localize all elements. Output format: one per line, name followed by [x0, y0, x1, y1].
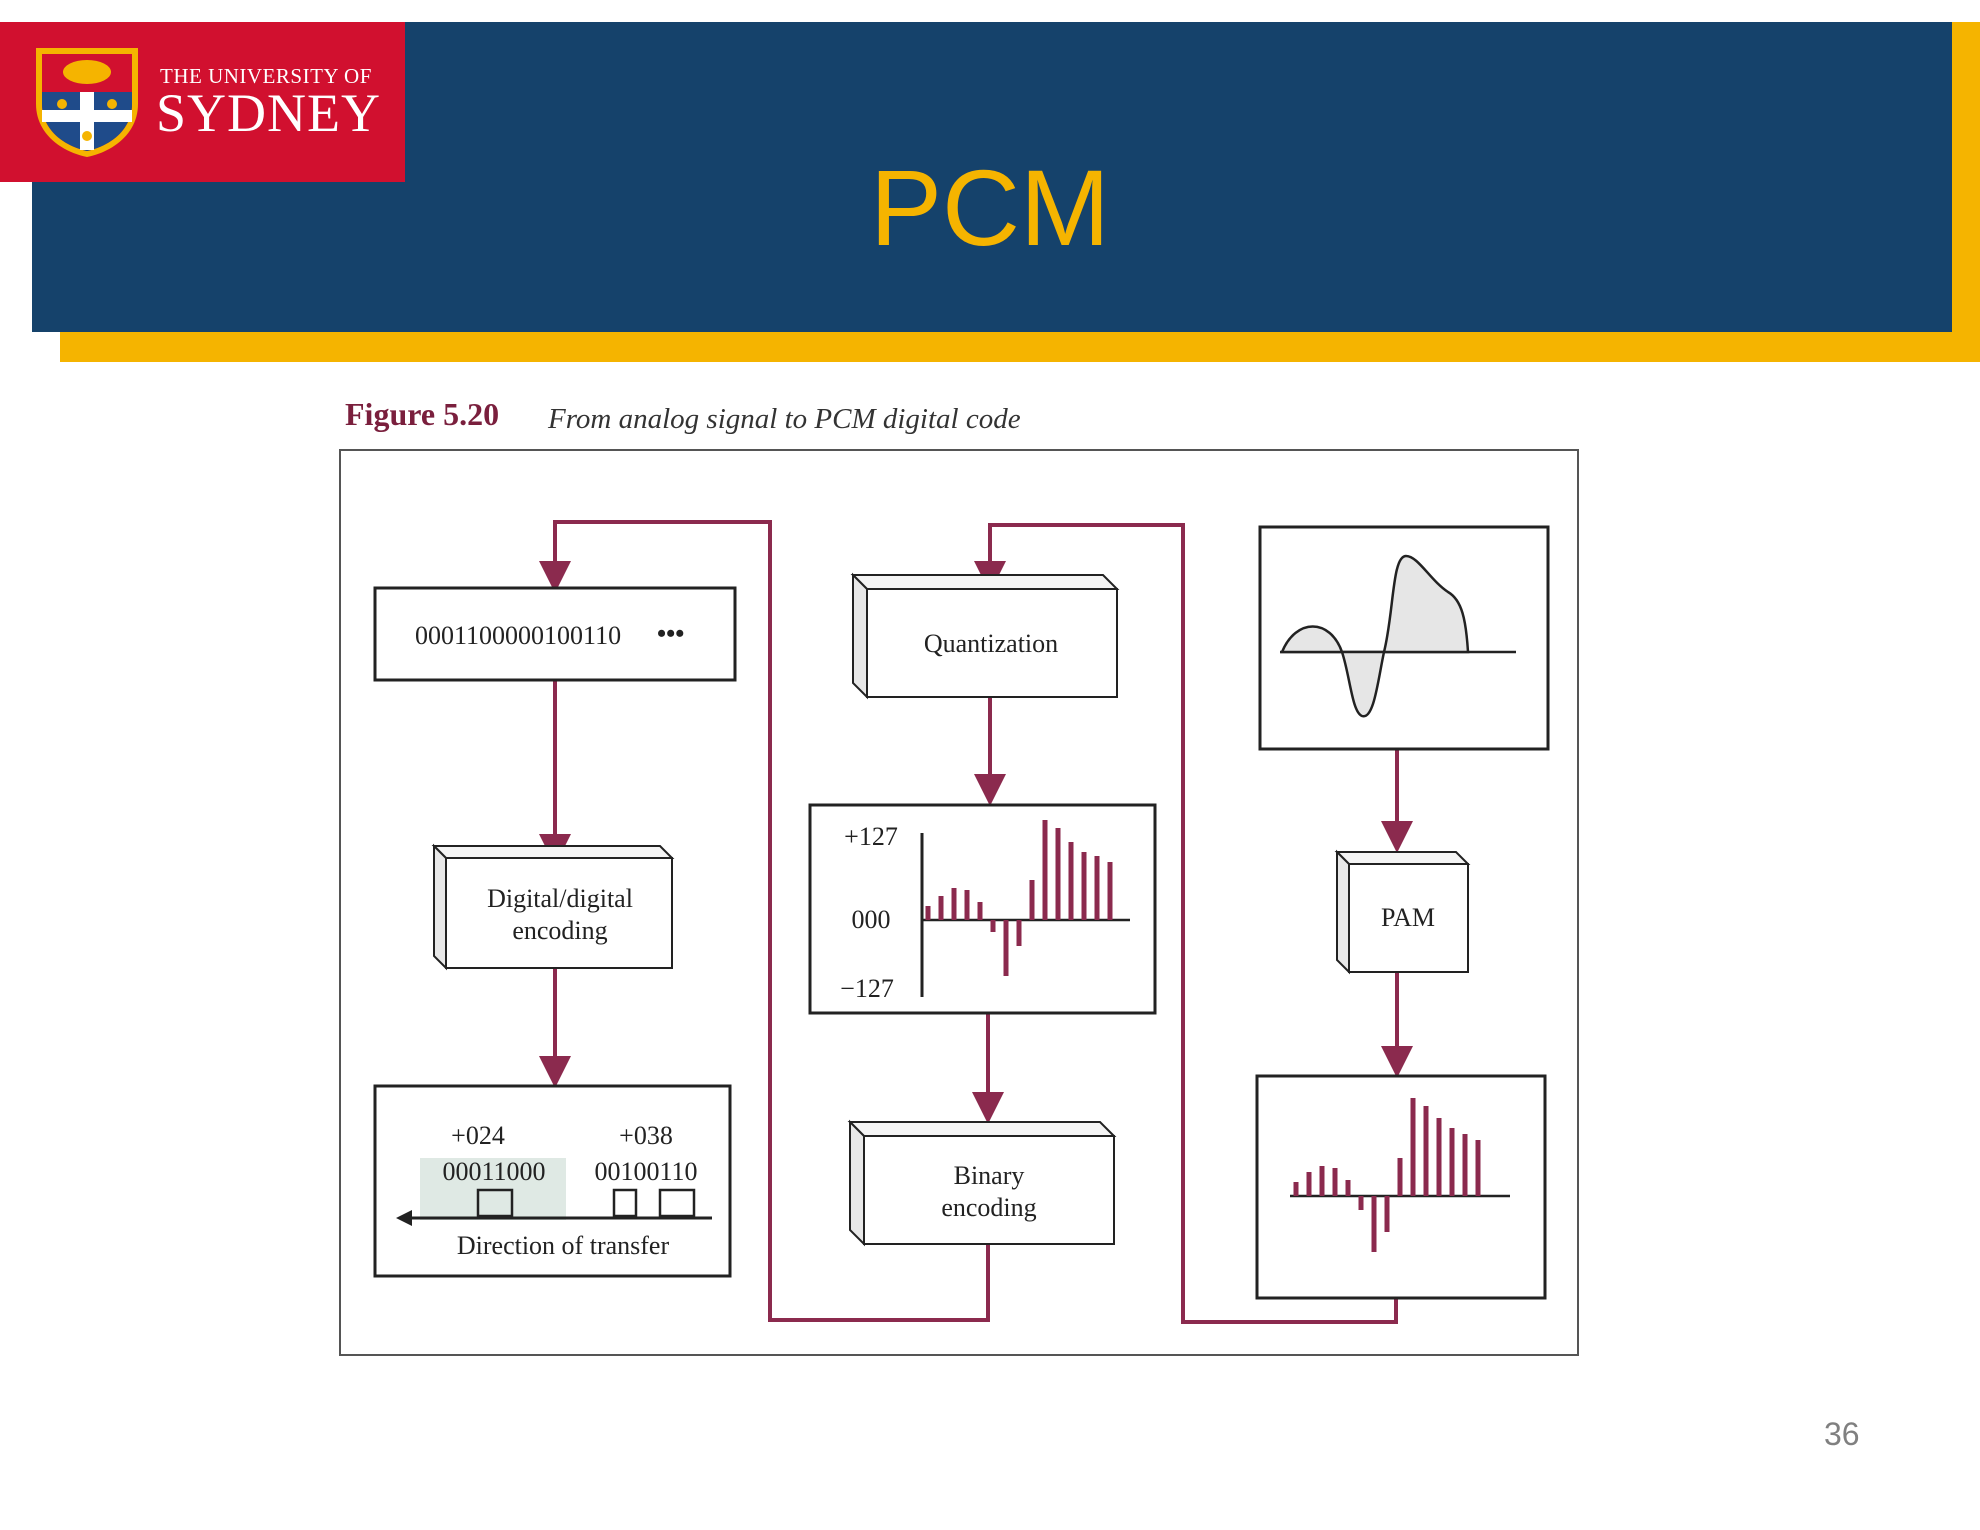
logo-text-line2: SYDNEY	[156, 83, 382, 143]
ellipsis-text: •••	[657, 619, 684, 648]
digital-code-text: 0001100000100110	[415, 621, 621, 650]
pam-samples-box	[1255, 1074, 1547, 1300]
digital-code-box: 0001100000100110 •••	[373, 586, 737, 682]
quantization-label: Quantization	[924, 629, 1058, 658]
binary-encoding-line1: Binary	[954, 1161, 1025, 1190]
header-gold-edge	[1948, 22, 1980, 342]
quantization-box: Quantization	[850, 572, 1120, 700]
pam-box: PAM	[1334, 849, 1471, 975]
plot-top-label: +127	[844, 822, 898, 851]
analog-signal-box	[1258, 525, 1550, 751]
digital-encoding-box: Digital/digital encoding	[431, 843, 675, 971]
dd-encoding-line2: encoding	[512, 916, 607, 945]
figure-label: Figure 5.20	[345, 396, 499, 432]
flow-connectors	[539, 520, 1413, 1324]
page-number: 36	[1824, 1416, 1860, 1452]
binary-encoding-box: Binary encoding	[847, 1119, 1117, 1247]
quantized-plot: +127 000 −127	[808, 803, 1157, 1015]
transfer-code1: 00011000	[442, 1157, 545, 1186]
transfer-code2: 00100110	[594, 1157, 697, 1186]
transfer-direction-label: Direction of transfer	[457, 1231, 670, 1260]
figure-caption: From analog signal to PCM digital code	[547, 403, 1021, 435]
transfer-box: +024 00011000 +038 00100110 Direction of…	[373, 1084, 732, 1278]
plot-bottom-label: −127	[840, 974, 894, 1003]
transfer-value2: +038	[619, 1121, 673, 1150]
university-crest-icon	[36, 48, 138, 157]
transfer-value1: +024	[451, 1121, 505, 1150]
university-logo: THE UNIVERSITY OF SYDNEY	[0, 22, 405, 182]
figure-frame	[339, 449, 1579, 1356]
binary-encoding-line2: encoding	[941, 1193, 1036, 1222]
dd-encoding-line1: Digital/digital	[487, 884, 633, 913]
slide-title: PCM	[870, 147, 1110, 268]
plot-mid-label: 000	[852, 905, 891, 934]
pam-label: PAM	[1381, 903, 1435, 932]
logo-text-line1: THE UNIVERSITY OF	[160, 64, 372, 88]
